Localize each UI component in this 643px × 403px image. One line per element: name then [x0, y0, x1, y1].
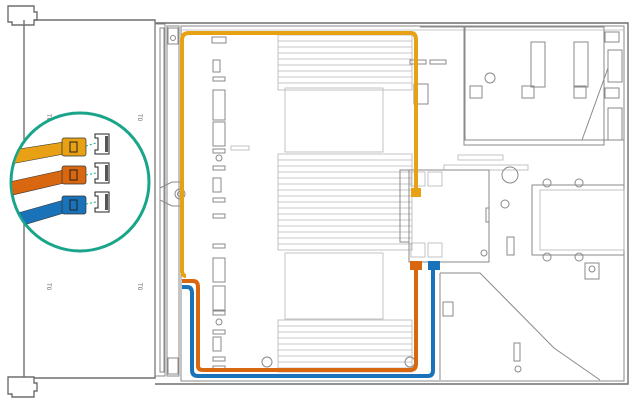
- bay-label: T0: [45, 282, 52, 291]
- expansion-slot: [531, 178, 625, 262]
- yellow-cable-plug: [411, 188, 421, 197]
- motherboard-connectors: [211, 36, 250, 371]
- psu-area: [439, 262, 601, 381]
- drive-backplane: [154, 23, 186, 377]
- cable-yellow: [180, 31, 418, 278]
- dimm-slots-middle: [277, 153, 413, 251]
- bay-label: T0: [136, 282, 143, 291]
- connector: [506, 236, 515, 256]
- cpu-1: [284, 87, 384, 153]
- battery: [501, 166, 519, 184]
- bay-label: T0: [136, 113, 143, 122]
- cables: [180, 31, 440, 378]
- riser-cage: [409, 26, 624, 171]
- storage-controller: [399, 169, 490, 263]
- bay-label: T0: [45, 113, 52, 122]
- orange-cable-plug: [410, 261, 422, 270]
- cable-blue: [182, 264, 435, 378]
- dimm-slots-lower: [277, 319, 413, 373]
- standoff: [500, 199, 510, 209]
- standoff: [261, 356, 273, 368]
- connector-callout: [9, 111, 151, 253]
- blue-cable-plug: [428, 261, 440, 270]
- cable-orange: [182, 264, 418, 372]
- dimm-slots-upper: [277, 34, 413, 91]
- cpu-2: [284, 252, 384, 320]
